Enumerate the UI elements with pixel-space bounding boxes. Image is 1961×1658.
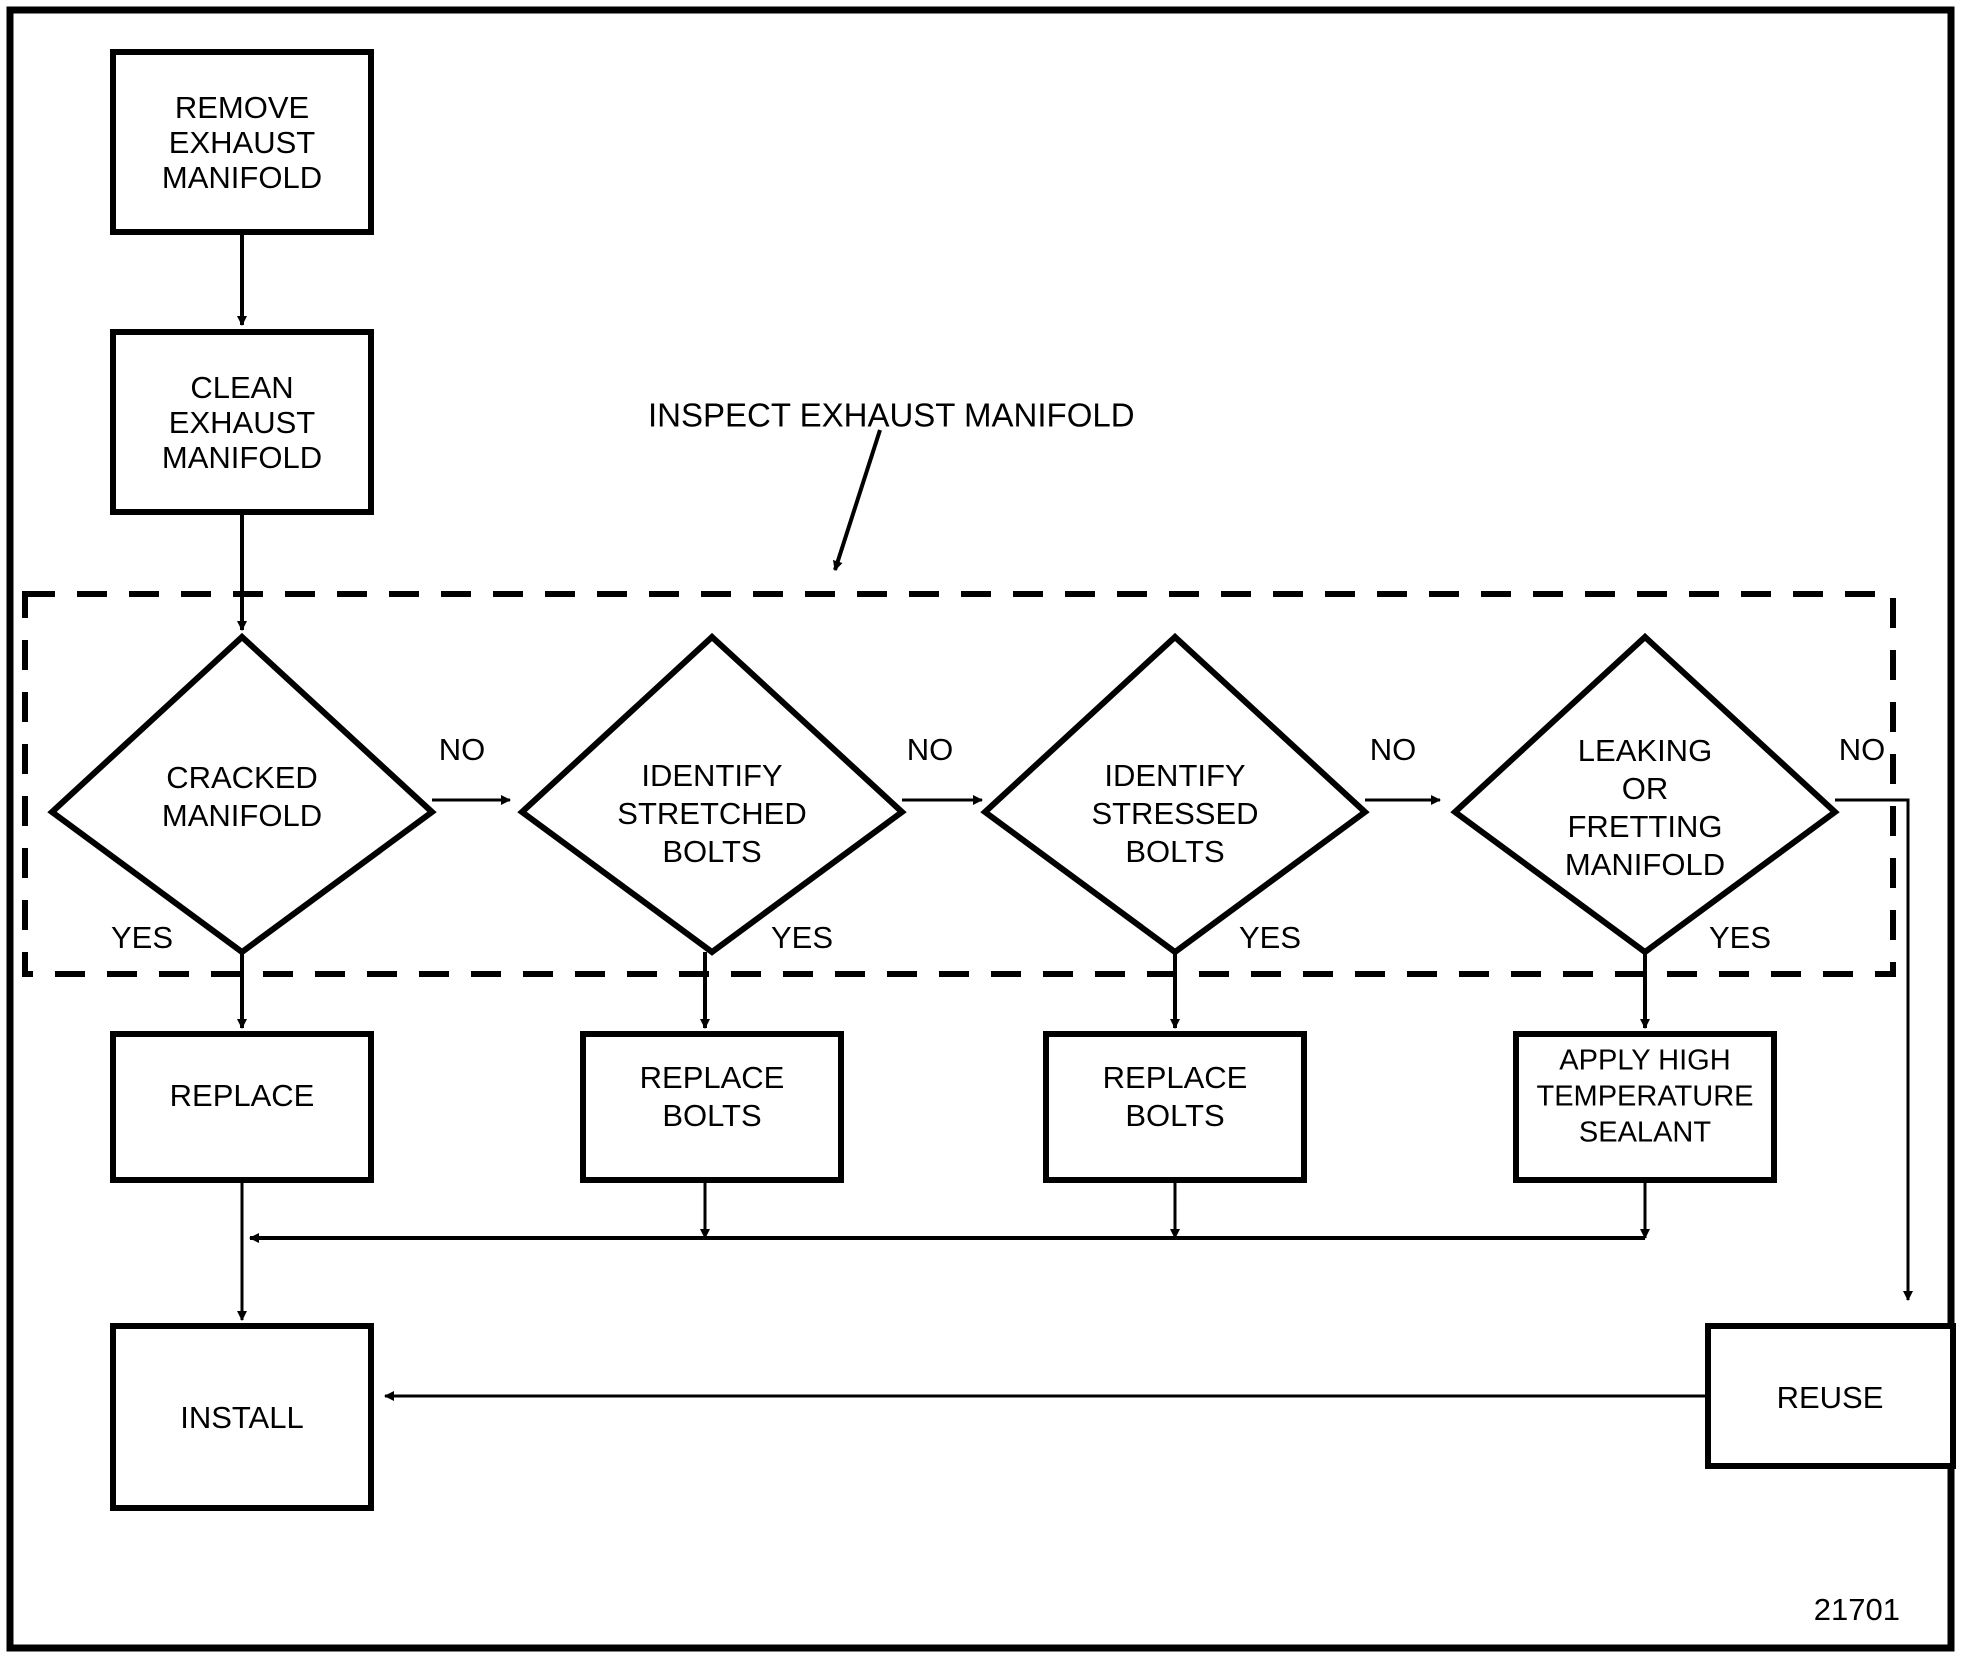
- node-remove-exhaust-manifold-line2: EXHAUST: [169, 125, 315, 160]
- node-leaking-or-fretting-manifold-line2: OR: [1622, 771, 1669, 806]
- node-cracked-manifold-line2: MANIFOLD: [162, 798, 322, 833]
- node-leaking-or-fretting-manifold-line3: FRETTING: [1568, 809, 1723, 844]
- node-clean-exhaust-manifold-line2: EXHAUST: [169, 405, 315, 440]
- node-replace-bolts-1[interactable]: [580, 1031, 844, 1183]
- branch-label-yes-3: YES: [1239, 920, 1301, 955]
- node-identify-stretched-bolts[interactable]: [517, 632, 907, 956]
- page-frame: [6, 6, 1955, 1652]
- node-replace-bolts-2-line2: BOLTS: [1125, 1098, 1224, 1133]
- node-identify-stressed-bolts[interactable]: [980, 632, 1370, 956]
- branch-label-no-3: NO: [1370, 732, 1417, 767]
- node-remove-exhaust-manifold-line3: MANIFOLD: [162, 160, 322, 195]
- node-apply-high-temperature-sealant-line1: APPLY HIGH: [1559, 1045, 1730, 1077]
- group-label-inspect-exhaust-manifold: INSPECT EXHAUST MANIFOLD: [648, 397, 1135, 434]
- node-leaking-or-fretting-manifold-line1: LEAKING: [1578, 733, 1712, 768]
- node-identify-stretched-bolts-line3: BOLTS: [662, 834, 761, 869]
- edge-no-4-to-reuse: [1835, 798, 1913, 1301]
- node-remove-exhaust-manifold[interactable]: [110, 49, 374, 235]
- node-clean-exhaust-manifold-line3: MANIFOLD: [162, 440, 322, 475]
- node-identify-stretched-bolts-line1: IDENTIFY: [641, 758, 782, 793]
- branch-label-yes-4: YES: [1709, 920, 1771, 955]
- node-replace-bolts-1-line2: BOLTS: [662, 1098, 761, 1133]
- figure-reference-number: 21701: [1814, 1592, 1900, 1627]
- node-remove-exhaust-manifold-line1: REMOVE: [175, 90, 309, 125]
- node-replace[interactable]: [110, 1031, 374, 1183]
- node-replace-line1: REPLACE: [170, 1078, 315, 1113]
- node-clean-exhaust-manifold[interactable]: [110, 329, 374, 515]
- branch-label-yes-1: YES: [111, 920, 173, 955]
- node-reuse-line1: REUSE: [1777, 1380, 1884, 1415]
- node-leaking-or-fretting-manifold-line4: MANIFOLD: [1565, 847, 1725, 882]
- node-clean-exhaust-manifold-line1: CLEAN: [190, 370, 293, 405]
- node-apply-high-temperature-sealant-line3: SEALANT: [1579, 1117, 1711, 1149]
- node-reuse[interactable]: [1705, 1323, 1956, 1469]
- branch-label-no-1: NO: [439, 732, 486, 767]
- inspect-group-region: [22, 591, 1896, 977]
- node-install[interactable]: [110, 1323, 374, 1511]
- group-label-leader-line: [832, 429, 882, 571]
- branch-label-no-2: NO: [907, 732, 954, 767]
- branch-label-yes-2: YES: [771, 920, 833, 955]
- node-apply-high-temperature-sealant-line2: TEMPERATURE: [1537, 1081, 1754, 1113]
- node-install-line1: INSTALL: [180, 1400, 303, 1435]
- node-identify-stretched-bolts-line2: STRETCHED: [617, 796, 806, 831]
- node-replace-bolts-2-line1: REPLACE: [1103, 1060, 1248, 1095]
- branch-label-no-4: NO: [1839, 732, 1886, 767]
- node-identify-stressed-bolts-line2: STRESSED: [1091, 796, 1258, 831]
- node-identify-stressed-bolts-line1: IDENTIFY: [1104, 758, 1245, 793]
- node-replace-bolts-1-line1: REPLACE: [640, 1060, 785, 1095]
- node-cracked-manifold-line1: CRACKED: [166, 760, 318, 795]
- node-identify-stressed-bolts-line3: BOLTS: [1125, 834, 1224, 869]
